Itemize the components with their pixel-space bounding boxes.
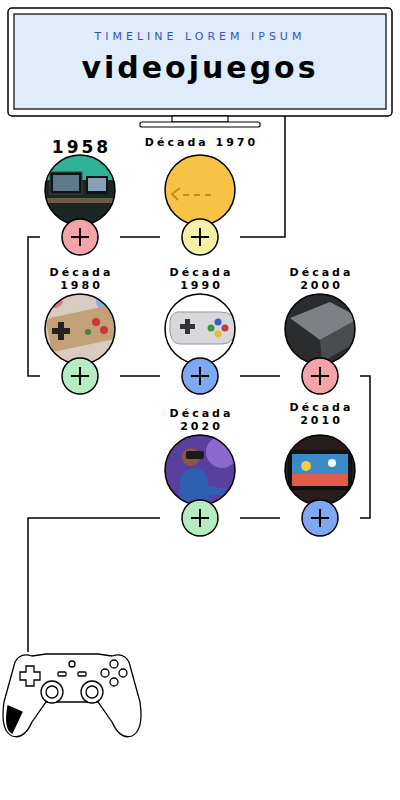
- timeline-connector: [360, 376, 370, 518]
- timeline-node: Década 2010: [280, 401, 360, 536]
- timeline-connector: [28, 237, 40, 376]
- lead-line: [28, 518, 160, 652]
- decade-label: Década 1990: [162, 266, 242, 292]
- photo-1970: [160, 150, 240, 230]
- photo-outlines: [45, 155, 355, 505]
- decade-label: 1958: [42, 137, 122, 157]
- decade-label: Década 2010: [282, 401, 362, 427]
- timeline-connector: [240, 375, 280, 377]
- timeline-connector: [120, 236, 160, 238]
- timeline-node: Década 1990: [160, 266, 240, 394]
- title-text: videojuegos: [0, 50, 400, 85]
- timeline-node: Década 2000: [280, 266, 360, 394]
- photo-2010: [280, 430, 360, 510]
- timeline-connector: [240, 517, 280, 519]
- timeline-node: Década 1970: [160, 136, 240, 255]
- photo-2020: [160, 430, 240, 510]
- controller-illustration: [3, 654, 141, 737]
- timeline-node: 1958: [40, 137, 120, 255]
- decade-label: Década 2020: [162, 407, 242, 433]
- timeline-connector: [120, 375, 160, 377]
- subtitle-text: TIMELINE LOREM IPSUM: [0, 30, 400, 43]
- timeline-node: Década 1980: [40, 266, 120, 394]
- lead-line: [240, 116, 285, 237]
- timeline-node: Década 2020: [160, 407, 240, 536]
- decade-label: Década 1980: [42, 266, 122, 292]
- decade-label: Década 2000: [282, 266, 362, 292]
- photo-1958: [40, 150, 120, 230]
- decade-label: Década 1970: [127, 136, 277, 149]
